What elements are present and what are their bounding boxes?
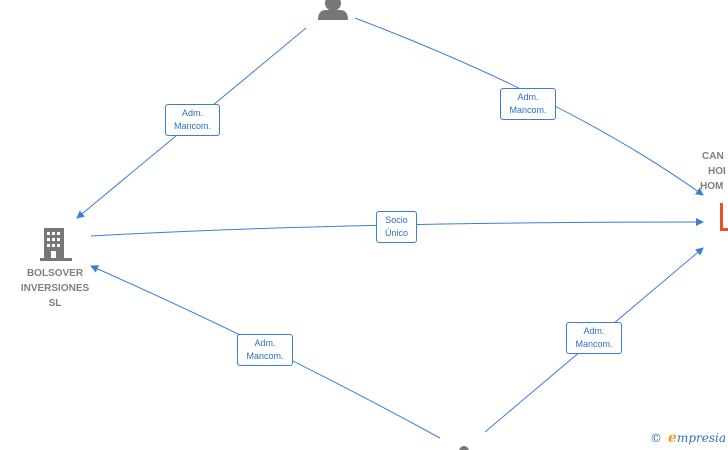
person-icon[interactable] — [318, 0, 348, 20]
edge-label-top-to-bolsover[interactable]: Adm. Mancom. — [165, 104, 220, 136]
copyright-symbol: © — [650, 431, 663, 445]
edge-label-bottom-to-right[interactable]: Adm. Mancom. — [566, 322, 622, 354]
edge-label-top-to-right[interactable]: Adm. Mancom. — [500, 88, 556, 120]
company-icon[interactable] — [720, 203, 728, 231]
brand-text: mpresia — [676, 431, 726, 445]
edge-label-bottom-to-bolsover[interactable]: Adm. Mancom. — [237, 334, 293, 366]
node-label-right-company[interactable]: CAN HOI HOM — [700, 151, 726, 192]
empresia-watermark: © empresia — [650, 430, 726, 446]
edge-label-bolsover-to-right[interactable]: Socio Único — [376, 211, 417, 243]
building-icon[interactable] — [40, 228, 72, 261]
edge-bolsover-to-right — [90, 218, 704, 237]
node-label-bolsover[interactable]: BOLSOVER INVERSIONES SL — [20, 268, 90, 309]
person-icon[interactable] — [459, 446, 469, 450]
brand-initial: e — [668, 430, 677, 446]
